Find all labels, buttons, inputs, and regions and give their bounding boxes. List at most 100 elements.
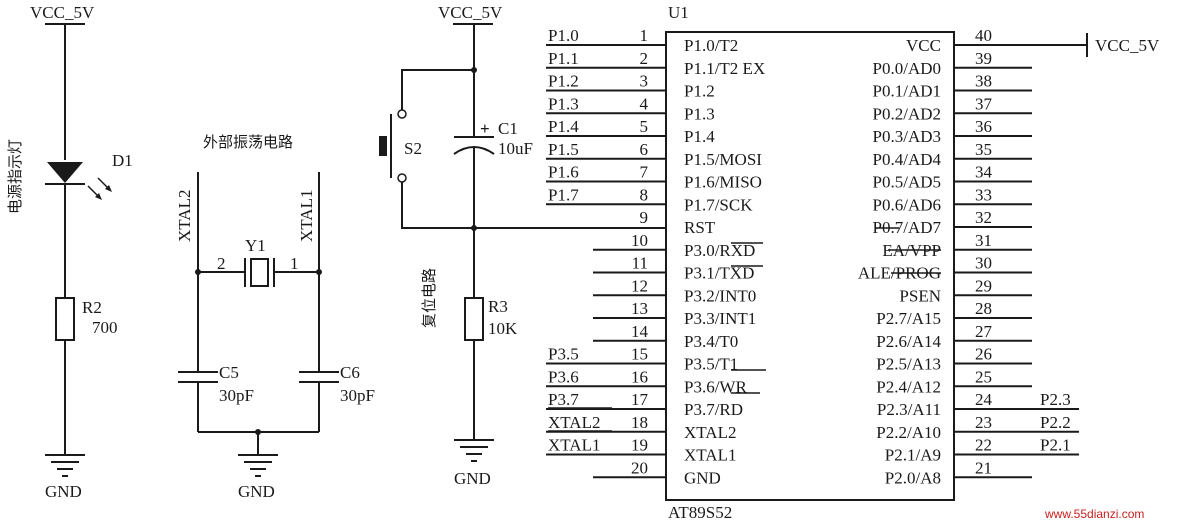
reset-section: VCC_5V S2 + C1 10uF 复位电路 R3 10K GND <box>379 3 666 488</box>
junction-xtal2 <box>195 269 201 275</box>
pin-26-number: 26 <box>975 345 992 364</box>
mcu-part: AT89S52 <box>668 503 732 522</box>
pin-31-number: 31 <box>975 231 992 250</box>
capacitor-c1-plate-curved <box>453 146 495 155</box>
pin-8-name: P1.7/SCK <box>684 195 753 214</box>
pin-20-name: GND <box>684 468 721 487</box>
watermark: www.55dianzi.com <box>1044 507 1144 521</box>
switch-s2-contact-top <box>397 109 407 119</box>
pin-6-number: 6 <box>640 140 649 159</box>
net-label-3: P1.2 <box>548 72 579 91</box>
gnd-label-led: GND <box>45 482 82 501</box>
switch-s2-contact-bottom <box>397 173 407 183</box>
pin-23-name: P2.2/A10 <box>876 423 941 442</box>
pin-16-name: P3.6/WR <box>684 377 747 396</box>
pin-29-number: 29 <box>975 276 992 295</box>
xtal2-net-label: XTAL2 <box>175 190 194 242</box>
net-label-16: P3.6 <box>548 367 579 386</box>
pin-15-number: 15 <box>631 345 648 364</box>
net-label-1: P1.0 <box>548 26 579 45</box>
net-label-5: P1.4 <box>548 117 579 136</box>
pin-11-number: 11 <box>632 254 648 273</box>
pin-1-name: P1.0/T2 <box>684 36 738 55</box>
pin-36-name: P0.3/AD3 <box>873 127 941 146</box>
net-label-8: P1.7 <box>548 185 579 204</box>
pin-29-name: PSEN <box>899 286 941 305</box>
net-label-4: P1.3 <box>548 94 579 113</box>
vcc-label-led: VCC_5V <box>30 3 95 22</box>
pin-8-number: 8 <box>640 185 649 204</box>
capacitor-c5-value: 30pF <box>219 386 254 405</box>
resistor-r2-value: 700 <box>92 318 118 337</box>
pin-1-number: 1 <box>640 26 649 45</box>
pin-20-number: 20 <box>631 458 648 477</box>
pin-32-name: P0.7/AD7 <box>873 218 942 237</box>
crystal-pin-2: 2 <box>217 254 226 273</box>
net-label-2: P1.1 <box>548 49 579 68</box>
pin-19-name: XTAL1 <box>684 446 736 465</box>
net-label-19: XTAL1 <box>548 436 600 455</box>
pin-22-number: 22 <box>975 436 992 455</box>
pin-32-number: 32 <box>975 208 992 227</box>
pin-13-number: 13 <box>631 299 648 318</box>
pin-3-number: 3 <box>640 72 649 91</box>
vcc-label-reset: VCC_5V <box>438 3 503 22</box>
capacitor-c6-value: 30pF <box>340 386 375 405</box>
mcu-ref: U1 <box>668 3 689 22</box>
pin-21-number: 21 <box>975 458 992 477</box>
pin-28-number: 28 <box>975 299 992 318</box>
pin-35-name: P0.4/AD4 <box>873 150 942 169</box>
pin-39-name: P0.0/AD0 <box>873 59 941 78</box>
capacitor-c6-ref: C6 <box>340 363 360 382</box>
crystal-pin-1: 1 <box>290 254 299 273</box>
pin-2-number: 2 <box>640 49 649 68</box>
resistor-r2 <box>55 297 75 341</box>
gnd-symbol-reset <box>454 439 494 462</box>
c6-gap <box>317 373 321 381</box>
led-d1-triangle <box>47 162 83 183</box>
pin-11-name: P3.1/TXD <box>684 264 754 283</box>
pin-33-name: P0.6/AD6 <box>873 195 941 214</box>
pin-21-name: P2.0/A8 <box>885 468 941 487</box>
pin-37-number: 37 <box>975 94 993 113</box>
pin-12-number: 12 <box>631 276 648 295</box>
pin-30-number: 30 <box>975 254 992 273</box>
gnd-label-reset: GND <box>454 469 491 488</box>
net-label-18: XTAL2 <box>548 413 600 432</box>
net-label-24: P2.3 <box>1040 390 1071 409</box>
pin-19-number: 19 <box>631 436 648 455</box>
wire-switch-bottom <box>401 182 474 229</box>
pin-4-number: 4 <box>640 94 649 113</box>
gnd-label-osc: GND <box>238 482 275 501</box>
pin-37-name: P0.2/AD2 <box>873 104 941 123</box>
pin-38-name: P0.1/AD1 <box>873 82 941 101</box>
led-d1-ref: D1 <box>112 151 133 170</box>
xtal1-net-label: XTAL1 <box>297 190 316 242</box>
pin-7-name: P1.6/MISO <box>684 173 762 192</box>
pin-25-name: P2.4/A12 <box>876 377 941 396</box>
net-label-22: P2.1 <box>1040 436 1071 455</box>
switch-s2-actuator <box>379 136 387 156</box>
pin-39-number: 39 <box>975 49 992 68</box>
led-section-label: 电源指示灯 <box>6 139 24 214</box>
resistor-r3 <box>464 297 484 341</box>
gnd-symbol-osc <box>238 454 278 477</box>
pin-9-name: RST <box>684 218 716 237</box>
pin-15-name: P3.5/T1 <box>684 355 738 374</box>
crystal-y1-ref: Y1 <box>245 236 266 255</box>
pin-4-name: P1.3 <box>684 104 715 123</box>
c5-gap <box>196 373 200 381</box>
pin-27-number: 27 <box>975 322 993 341</box>
pin-14-number: 14 <box>631 322 649 341</box>
pin-35-number: 35 <box>975 140 992 159</box>
pin-36-number: 36 <box>975 117 992 136</box>
pin-7-number: 7 <box>640 163 649 182</box>
pin-3-name: P1.2 <box>684 82 715 101</box>
net-label-7: P1.6 <box>548 163 579 182</box>
net-label-23: P2.2 <box>1040 413 1071 432</box>
pin-14-name: P3.4/T0 <box>684 332 738 351</box>
pin-2-name: P1.1/T2 EX <box>684 59 765 78</box>
pin-27-name: P2.6/A14 <box>876 332 941 351</box>
